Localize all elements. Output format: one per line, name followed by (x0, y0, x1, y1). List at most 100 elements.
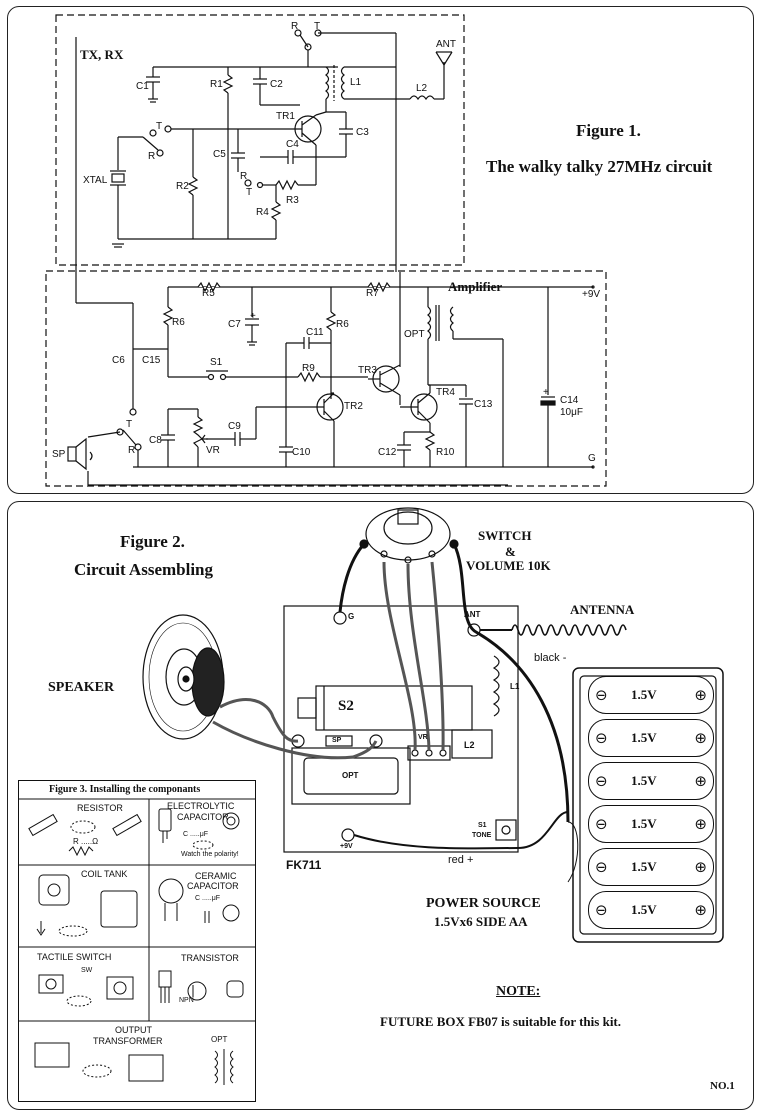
ant-label: ANT (436, 39, 456, 50)
pad-opt-label: OPT (342, 771, 359, 780)
pad-sp-label: SP (332, 737, 342, 744)
plus9v-label: +9V (582, 289, 600, 300)
s1-label: S1 (210, 357, 223, 368)
figure1-subtitle: The walky talky 27MHz circuit (486, 157, 713, 176)
l2-label: L2 (416, 83, 428, 94)
electrolytic-label: ELECTROLYTIC (167, 801, 235, 811)
amp-switch-t-label: T (126, 419, 132, 430)
figure3-title: Figure 3. Installing the componants (49, 784, 201, 795)
battery-cell-voltage: 1.5V (631, 902, 657, 917)
c15-label: C15 (142, 355, 161, 366)
r3-switch-t-label: T (246, 187, 252, 198)
pad-ant-label: ANT (464, 610, 481, 619)
opt-label: OPT (404, 329, 425, 340)
r7-label: R7 (366, 288, 379, 299)
battery-cell: ⊖1.5V⊕ (588, 762, 714, 800)
ceramic-label: CERAMIC (195, 871, 237, 881)
tr1-label: TR1 (276, 111, 295, 122)
pad-tone-label: TONE (472, 832, 492, 839)
c2-label: C2 (270, 79, 283, 90)
figure2-subtitle: Circuit Assembling (74, 560, 214, 579)
c13-label: C13 (474, 399, 493, 410)
tactile-switch-label: TACTILE SWITCH (37, 952, 112, 962)
amplifier-section-title: Amplifier (448, 279, 503, 294)
r9-label: R9 (302, 363, 315, 374)
battery-cell: ⊖ 1.5V ⊕ (588, 719, 714, 757)
pcb-board (283, 605, 519, 853)
power-source-label: POWER SOURCE (426, 896, 541, 911)
plus-icon: ⊕ (694, 815, 707, 833)
r3-label: R3 (286, 195, 299, 206)
switch-t-label: T (314, 21, 320, 32)
transformer-label: TRANSFORMER (93, 1036, 163, 1046)
c14-value-label: 10μF (560, 407, 583, 418)
battery-cell-voltage: 1.5V (631, 773, 657, 788)
pad-l2-label: L2 (464, 740, 475, 750)
r6-second-label: R6 (336, 319, 349, 330)
sw-label: SW (81, 967, 93, 974)
figure3-grid (19, 798, 255, 1085)
battery-cells: ⊖1.5V⊕⊖1.5V⊕⊖1.5V⊕⊖1.5V⊕⊖1.5V⊕⊖1.5V⊕ (588, 676, 714, 934)
c5-switch-r-label: R (240, 171, 247, 182)
plus-icon: ⊕ (694, 686, 707, 704)
plus-icon: ⊕ (694, 729, 707, 747)
tr2-label: TR2 (344, 401, 363, 412)
figure1-panel: R T C1 R1 C2 L1 ANT L2 TR1 C3 C4 C5 R2 R… (7, 6, 754, 494)
xtal-switch-t-label: T (156, 121, 162, 132)
svg-text:+: + (543, 387, 549, 398)
c4-label: C4 (286, 139, 299, 150)
sp-label: SP (52, 449, 66, 460)
c9-label: C9 (228, 421, 241, 432)
ceramic-capacitor-label: CAPACITOR (187, 881, 239, 891)
c5-label: C5 (213, 149, 226, 160)
figure2-title: Figure 2. (120, 532, 185, 551)
c10-label: C10 (292, 447, 311, 458)
r1-label: R1 (210, 79, 223, 90)
resistor-symbol: R .....Ω (73, 837, 99, 846)
battery-cell-voltage: 1.5V (631, 730, 657, 745)
battery-cell: ⊖ 1.5V ⊕ (588, 805, 714, 843)
pad-g-label: G (348, 612, 355, 621)
s2-label: S2 (338, 698, 354, 714)
txrx-section-title: TX, RX (80, 47, 124, 62)
switch-amp-label: & (505, 544, 516, 559)
vr-label: VR (206, 445, 220, 456)
r4-label: R4 (256, 207, 269, 218)
note-title: NOTE: (496, 984, 541, 999)
minus-icon: ⊖ (595, 815, 608, 833)
svg-text:+: + (250, 311, 256, 322)
electrolytic-capacitor-label: CAPACITOR (177, 812, 229, 822)
minus-icon: ⊖ (595, 686, 608, 704)
volume-label: VOLUME 10K (466, 558, 551, 573)
ceramic-symbol: C .....μF (195, 895, 221, 902)
power-spec-label: 1.5Vx6 SIDE AA (434, 914, 528, 929)
board-name: FK711 (286, 858, 322, 872)
plus-icon: ⊕ (694, 772, 707, 790)
xtal-label: XTAL (83, 175, 108, 186)
page-number: NO.1 (710, 1080, 735, 1092)
figure1-title: Figure 1. (576, 121, 641, 140)
r5-label: R5 (202, 288, 215, 299)
switch-label: SWITCH (478, 528, 532, 543)
c8-label: C8 (149, 435, 162, 446)
battery-cell-voltage: 1.5V (631, 816, 657, 831)
c6-label: C6 (112, 355, 125, 366)
c14-label: C14 (560, 395, 579, 406)
minus-icon: ⊖ (595, 729, 608, 747)
battery-cell: ⊖ 1.5V ⊕ (588, 676, 714, 714)
note-text: FUTURE BOX FB07 is suitable for this kit… (380, 1014, 622, 1029)
pad-9v-label: +9V (340, 843, 353, 850)
resistor-label: RESISTOR (77, 803, 123, 813)
c3-label: C3 (356, 127, 369, 138)
coil-tank-label: COIL TANK (81, 869, 128, 879)
battery-cell-voltage: 1.5V (631, 859, 657, 874)
minus-icon: ⊖ (595, 901, 608, 919)
r2-label: R2 (176, 181, 189, 192)
plus-icon: ⊕ (694, 858, 707, 876)
battery-cell-voltage: 1.5V (631, 687, 657, 702)
antenna-label: ANTENNA (570, 602, 635, 617)
pad-l1-label: L1 (510, 682, 520, 691)
l1-label: L1 (350, 77, 362, 88)
tr3-label: TR3 (358, 365, 377, 376)
c12-label: C12 (378, 447, 397, 458)
